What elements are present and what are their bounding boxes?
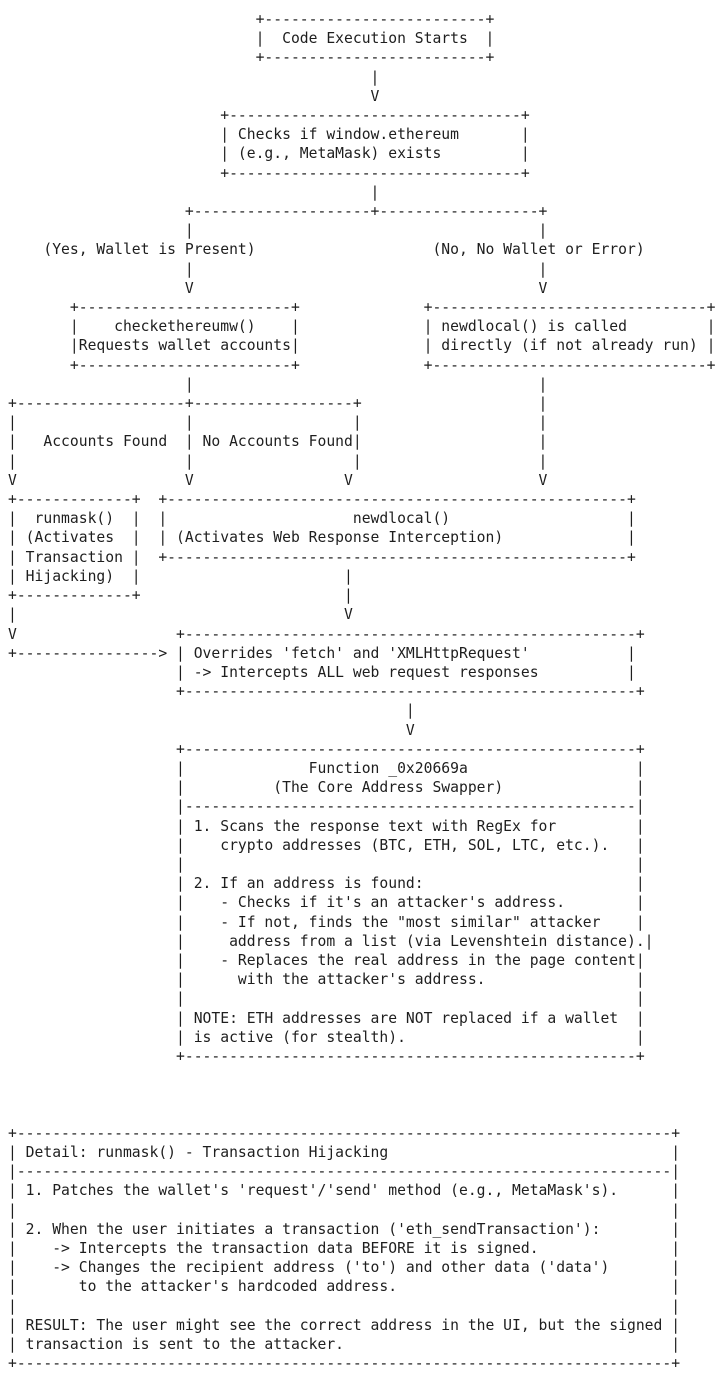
ascii-flowchart: +-------------------------+ | Code Execu… xyxy=(8,11,716,1373)
